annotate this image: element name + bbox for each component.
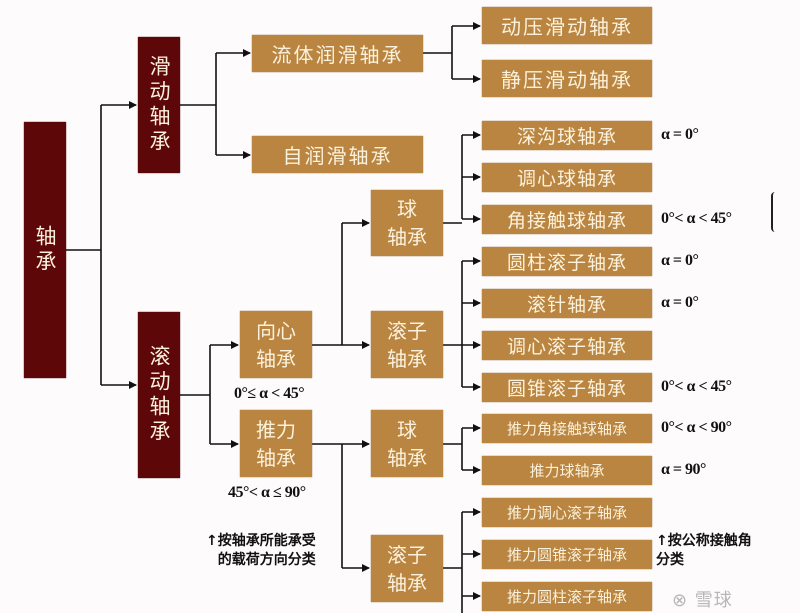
node-thrust-roller: 滚子 轴承 [371,535,443,602]
leaf-thrust-tapered-roller: 推力圆锥滚子轴承 [482,540,652,569]
connector-radial-roller [443,261,463,387]
leaf-cylindrical-roller: 圆柱滚子轴承 [482,247,652,276]
node-hydrodynamic: 动压滑动轴承 [482,7,652,44]
node-rolling-bearing: 滚动轴承 [138,312,180,478]
angle-needle-roller: α = 0° [661,294,699,311]
node-self-lubricating: 自润滑轴承 [252,136,423,173]
angle-thrust-ball: α = 90° [661,461,706,478]
watermark: ⊗ 雪球 [672,590,733,611]
leaf-thrust-ball: 推力球轴承 [482,456,652,485]
connector-radial-ball [443,135,463,224]
angle-cylindrical-roller: α = 0° [661,252,699,269]
leaf-needle-roller: 滚针轴承 [482,289,652,318]
connector-sliding [180,53,217,155]
node-thrust-bearing: 推力 轴承 [240,410,312,477]
connector-fluid [423,26,453,79]
connector-thrust-ball [443,428,463,470]
connector-thrust [312,443,343,568]
leaf-self-aligning-ball: 调心球轴承 [482,163,652,192]
bracket-mark [771,192,777,232]
connector-root [66,105,102,385]
node-thrust-ball: 球 轴承 [371,410,443,477]
angle-angular-contact-ball: 0°< α < 45° [661,210,732,227]
leaf-spherical-roller: 调心滚子轴承 [482,331,652,360]
leaf-thrust-angular-contact-ball: 推力角接触球轴承 [482,414,652,443]
leaf-deep-groove-ball: 深沟球轴承 [482,121,652,150]
note-load-direction: ↑按轴承所能承受 的载荷方向分类 [206,533,316,568]
angle-deep-groove-ball: α = 0° [661,126,699,143]
node-radial-roller: 滚子 轴承 [371,311,443,378]
thrust-angle-range: 45°< α ≤ 90° [228,484,306,501]
note-contact-angle: ↑按公称接触角 分类 [656,533,752,568]
node-sliding-bearing: 滑动轴承 [138,37,180,173]
leaf-thrust-cylindrical-roller: 推力圆柱滚子轴承 [482,582,652,611]
connector-rolling [180,345,211,444]
node-radial-bearing: 向心 轴承 [240,311,312,378]
root-node: 轴承 [24,122,66,378]
connector-thrust-roller [443,512,463,613]
radial-angle-range: 0°≤ α < 45° [234,385,305,402]
leaf-thrust-spherical-roller: 推力调心滚子轴承 [482,498,652,527]
leaf-angular-contact-ball: 角接触球轴承 [482,205,652,234]
leaf-tapered-roller: 圆锥滚子轴承 [482,373,652,402]
node-radial-ball: 球 轴承 [371,190,443,256]
angle-thrust-angular-contact-ball: 0°< α < 90° [661,419,732,436]
angle-tapered-roller: 0°< α < 45° [661,378,732,395]
connector-radial [312,223,343,346]
node-fluid-lubricated: 流体润滑轴承 [252,35,423,72]
node-hydrostatic: 静压滑动轴承 [482,60,652,97]
